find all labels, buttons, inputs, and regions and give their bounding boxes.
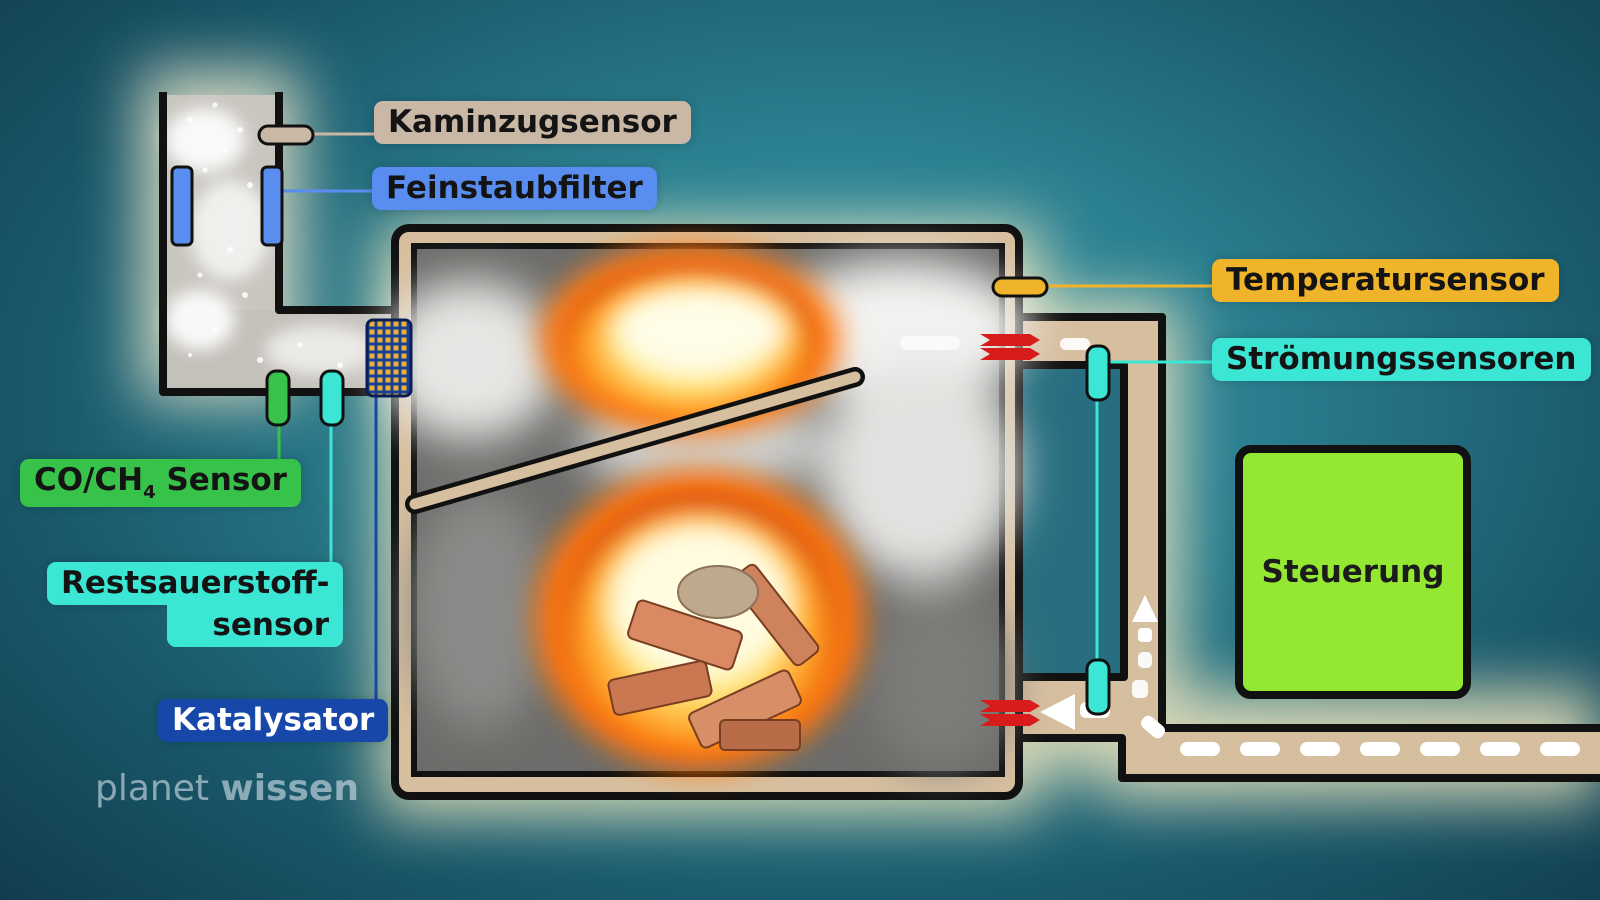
catalytic-converter xyxy=(365,318,413,398)
connector-lines xyxy=(273,132,1214,700)
control-unit-box xyxy=(1235,445,1471,699)
label-katalysator: Katalysator xyxy=(158,699,389,743)
air-inlet-nozzles xyxy=(980,334,1040,726)
flow-sensors xyxy=(1085,344,1111,716)
label-co-prefix: CO/CH xyxy=(34,462,144,498)
label-co-subscript: 4 xyxy=(143,482,156,503)
co-ch4-sensor xyxy=(265,369,291,427)
logo-part-wissen: wissen xyxy=(220,768,359,809)
label-co-ch4-sensor: CO/CH4 Sensor xyxy=(20,459,301,507)
label-stroemungssensoren: Strömungssensoren xyxy=(1212,338,1591,382)
label-temperatursensor: Temperatursensor xyxy=(1212,259,1559,303)
label-restsauerstoff-line2: sensor xyxy=(167,604,343,648)
label-kaminzugsensor: Kaminzugsensor xyxy=(374,101,691,145)
temperature-sensor xyxy=(991,276,1049,298)
planet-wissen-logo: planet wissen xyxy=(95,768,359,809)
residual-oxygen-sensor xyxy=(319,369,345,427)
draft-sensor xyxy=(257,124,315,146)
exhaust-channel xyxy=(1008,313,1600,782)
flow-arrows xyxy=(900,336,1580,756)
firewood xyxy=(607,563,820,751)
logo-part-planet: planet xyxy=(95,768,209,809)
particle-filter xyxy=(170,165,284,247)
label-feinstaubfilter: Feinstaubfilter xyxy=(372,167,657,211)
label-co-suffix: Sensor xyxy=(155,462,287,498)
label-steuerung: Steuerung xyxy=(1261,554,1445,590)
upper-flame xyxy=(540,245,840,435)
label-restsauerstoff-line1: Restsauerstoff- xyxy=(47,562,343,606)
